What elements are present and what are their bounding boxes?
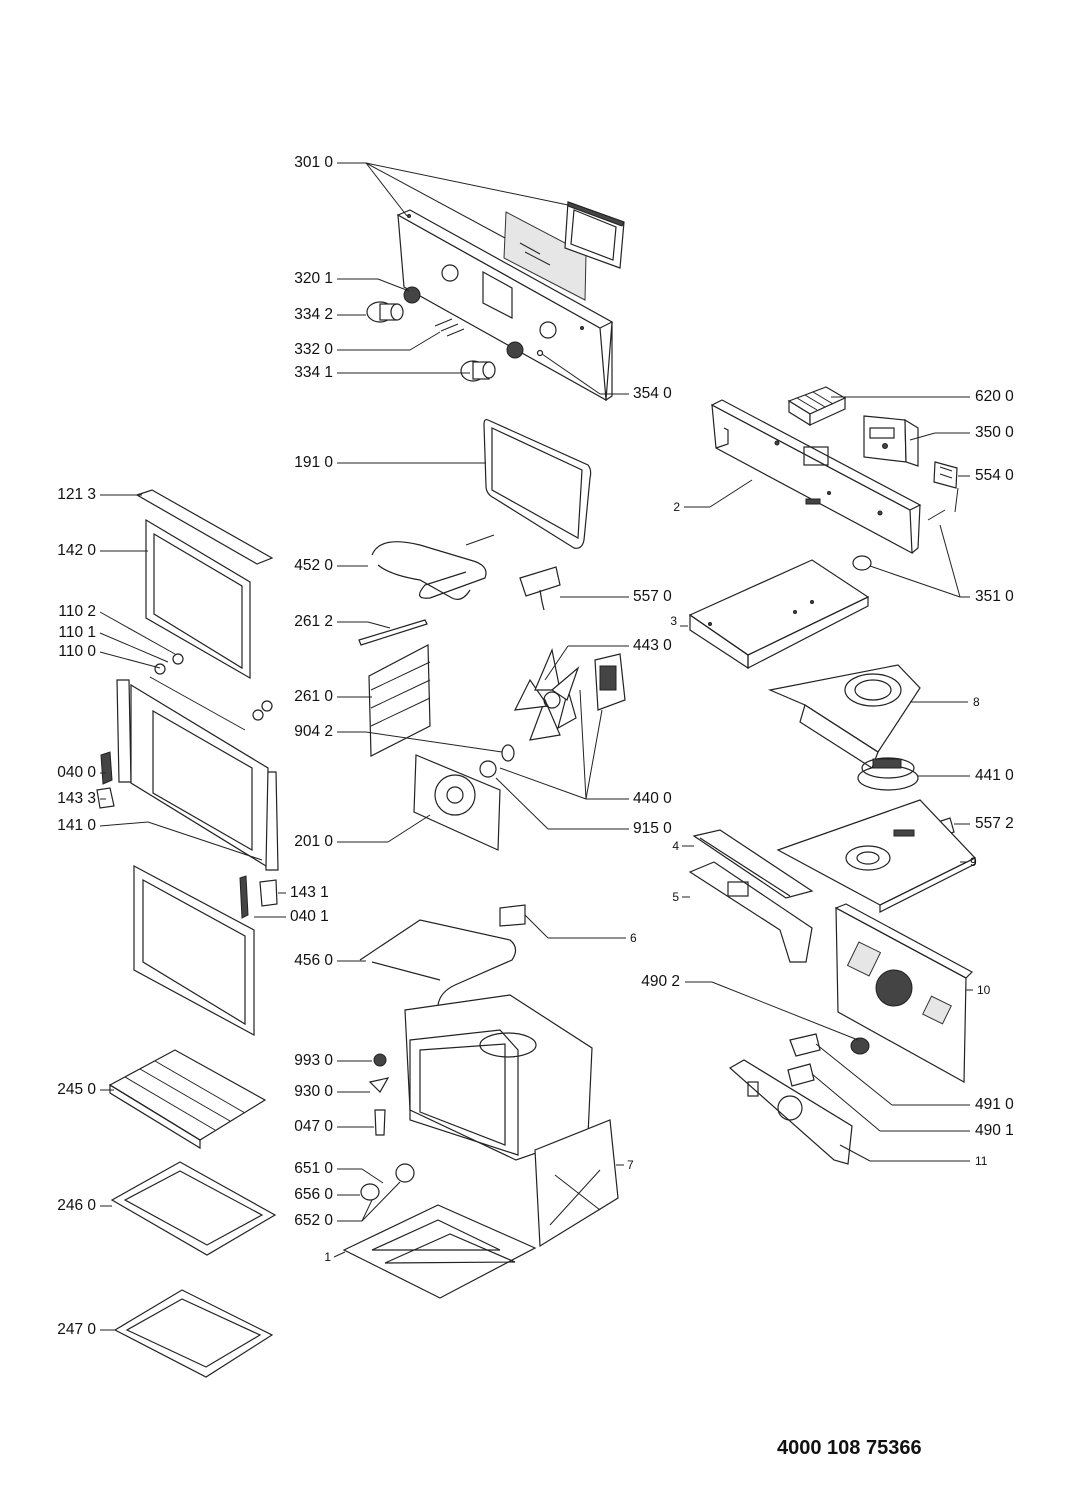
lamp-holder-part [852,509,946,571]
callout-201-0: 201 0 [294,833,333,850]
callout-620-0: 620 0 [975,388,1014,405]
convection-fan-part [513,647,580,741]
knob-part [366,286,524,382]
timer-module-part [863,415,919,467]
door-clip-part [96,787,278,907]
oven-door-gasket-part [483,418,592,549]
callout-261-2: 261 2 [294,613,333,630]
callout-651-0: 651 0 [294,1160,333,1177]
callout-915-0: 915 0 [633,820,672,837]
callout-10: 10 [977,983,991,997]
small-fittings-part [360,1053,415,1201]
callout-1: 1 [324,1250,331,1264]
callout-332-0: 332 0 [294,341,333,358]
callout-7: 7 [627,1158,634,1172]
bottom-panel-part [342,1204,537,1299]
callout-301-0: 301 0 [294,154,333,171]
callout-047-0: 047 0 [294,1118,333,1135]
callout-993-0: 993 0 [294,1052,333,1069]
callout-656-0: 656 0 [294,1186,333,1203]
callout-4: 4 [672,839,679,853]
callout-456-0: 456 0 [294,952,333,969]
bracket-part [688,861,813,963]
callout-261-0: 261 0 [294,688,333,705]
callout-350-0: 350 0 [975,424,1014,441]
callout-247-0: 247 0 [57,1321,96,1338]
callout-143-3: 143 3 [57,790,96,807]
grill-element-part [371,534,495,600]
inner-glass-part [145,518,251,680]
callout-652-0: 652 0 [294,1212,333,1229]
callout-490-1: 490 1 [975,1122,1014,1139]
callout-443-0: 443 0 [633,637,672,654]
callout-554-0: 554 0 [975,467,1014,484]
callout-2: 2 [673,500,680,514]
callout-491-0: 491 0 [975,1096,1014,1113]
callout-246-0: 246 0 [57,1197,96,1214]
callout-142-0: 142 0 [57,542,96,559]
document-number: 4000 108 75366 [777,1437,922,1459]
door-outer-glass-part [130,683,269,868]
rear-frame-part [534,1119,619,1248]
callout-121-3: 121 3 [57,486,96,503]
switch-part [933,461,959,513]
electronics-housing-part [710,399,922,555]
cooling-fan-part [857,757,919,791]
callout-8: 8 [973,695,980,709]
callout-110-1: 110 1 [58,624,96,641]
relay-part [787,1033,870,1087]
wire-shelf-part [108,1049,267,1150]
callout-141-0: 141 0 [57,817,96,834]
duct-part [692,829,814,899]
leader-lines [99,162,973,1331]
door-bushing-part [149,653,273,731]
callout-143-1: 143 1 [290,884,329,901]
callout-040-1: 040 1 [290,908,329,925]
callout-040-0: 040 0 [57,764,96,781]
callout-557-2: 557 2 [975,815,1014,832]
callout-351-0: 351 0 [975,588,1014,605]
door-top-trim-part [135,489,274,565]
callout-557-0: 557 0 [633,588,672,605]
fan-guard-part [413,754,501,851]
callout-320-1: 320 1 [294,270,333,287]
base-plate-part [776,799,976,913]
callout-904-2: 904 2 [294,723,333,740]
callout-441-0: 441 0 [975,767,1014,784]
terminal-block-part [787,386,847,427]
callout-191-0: 191 0 [294,454,333,471]
baking-tray-part [110,1161,277,1256]
callout-930-0: 930 0 [294,1083,333,1100]
callout-245-0: 245 0 [57,1081,96,1098]
fan-motor-part [594,653,626,711]
callout-11: 11 [975,1154,988,1168]
callout-334-1: 334 1 [294,364,333,381]
shelf-support-part [358,619,431,757]
callout-490-2: 490 2 [641,973,680,990]
fan-cover-part [767,664,921,769]
drip-pan-part [113,1289,274,1378]
display-glass-part [503,211,587,301]
callout-9: 9 [970,855,977,869]
callout-334-2: 334 2 [294,306,333,323]
callout-354-0: 354 0 [633,385,672,402]
door-seal-part [133,865,255,1037]
fan-washer-part [479,744,515,778]
callout-110-2: 110 2 [58,603,96,620]
callout-440-0: 440 0 [633,790,672,807]
control-panel-part [396,209,614,402]
back-panel-part [834,903,973,1084]
callout-6: 6 [630,931,637,945]
sensor-part [519,566,561,611]
lower-element-part [359,904,526,1006]
callout-3: 3 [670,614,677,628]
top-shield-part [688,559,870,670]
callout-110-0: 110 0 [58,643,96,660]
callout-452-0: 452 0 [294,557,333,574]
callout-5: 5 [672,890,679,904]
electronic-board-part [728,1059,853,1165]
display-frame-part [564,201,625,269]
